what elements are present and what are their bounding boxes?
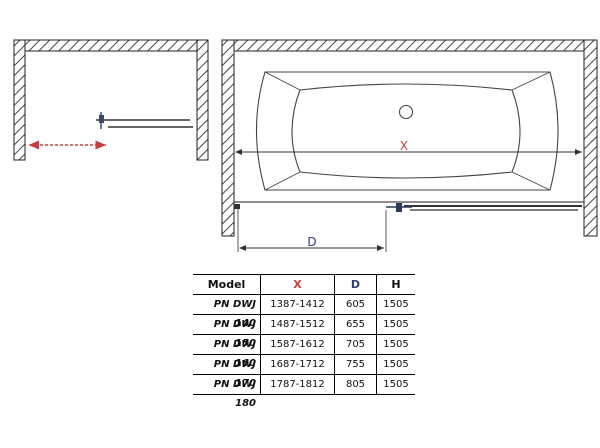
- cell-h: 1505: [376, 355, 415, 374]
- cell-model: PN DWJ 170: [213, 359, 256, 389]
- table-row: PN DWJ 160 1587-1612 705 1505: [193, 335, 415, 369]
- table-row: PN DWJ 150 1487-1512 655 1505: [193, 315, 415, 349]
- cell-x: 1787-1812: [260, 375, 334, 394]
- cell-d: 755: [334, 355, 376, 374]
- cell-d: 605: [334, 295, 376, 314]
- cell-h: 1505: [376, 295, 415, 314]
- cell-model: PN DWJ 160: [213, 339, 256, 369]
- table-row: PN DWJ 170 1687-1712 755 1505: [193, 355, 415, 389]
- x-dimension-label: X: [400, 139, 408, 153]
- cell-x: 1487-1512: [260, 315, 334, 334]
- header-model: Model: [207, 278, 246, 291]
- left-left-wall: [13, 39, 26, 161]
- cell-x: 1587-1612: [260, 335, 334, 354]
- table-row: PN DWJ 140 1387-1412 605 1505: [193, 295, 415, 329]
- bathtub-basin: [291, 83, 521, 179]
- bathtub-rim: [255, 71, 559, 191]
- right-left-wall: [221, 39, 235, 237]
- bathtub-niche-view: X D: [221, 39, 598, 252]
- right-right-wall: [583, 39, 598, 237]
- cell-h: 1505: [376, 335, 415, 354]
- cell-x: 1687-1712: [260, 355, 334, 374]
- cell-model: PN DWJ 150: [213, 319, 256, 349]
- table-row: PN DWJ 180 1787-1812 805 1505: [193, 375, 415, 409]
- cell-model: PN DWJ 140: [213, 299, 256, 329]
- cell-h: 1505: [376, 315, 415, 334]
- left-right-wall: [196, 39, 209, 161]
- cell-h: 1505: [376, 375, 415, 394]
- left-top-wall: [13, 39, 209, 52]
- left-niche-view: [13, 39, 209, 161]
- dimensions-table: Model X D H PN DWJ 140 1387-1412 605 150…: [193, 274, 415, 409]
- d-dimension-label: D: [307, 235, 316, 249]
- right-top-wall: [221, 39, 598, 52]
- rim-line: [264, 171, 301, 191]
- cell-d: 705: [334, 335, 376, 354]
- cell-d: 655: [334, 315, 376, 334]
- rim-line: [511, 71, 551, 91]
- cell-d: 805: [334, 375, 376, 394]
- drain-icon: [398, 104, 414, 120]
- header-h: H: [376, 275, 415, 294]
- rim-line: [511, 171, 551, 191]
- left-wall-profile: [234, 204, 240, 209]
- cell-x: 1387-1412: [260, 295, 334, 314]
- cell-model: PN DWJ 180: [213, 379, 256, 409]
- header-x: X: [260, 275, 334, 294]
- header-d: D: [334, 275, 376, 294]
- bathtub-outer: [233, 50, 585, 203]
- rim-line: [264, 71, 301, 91]
- table-header-row: Model X D H: [193, 274, 415, 295]
